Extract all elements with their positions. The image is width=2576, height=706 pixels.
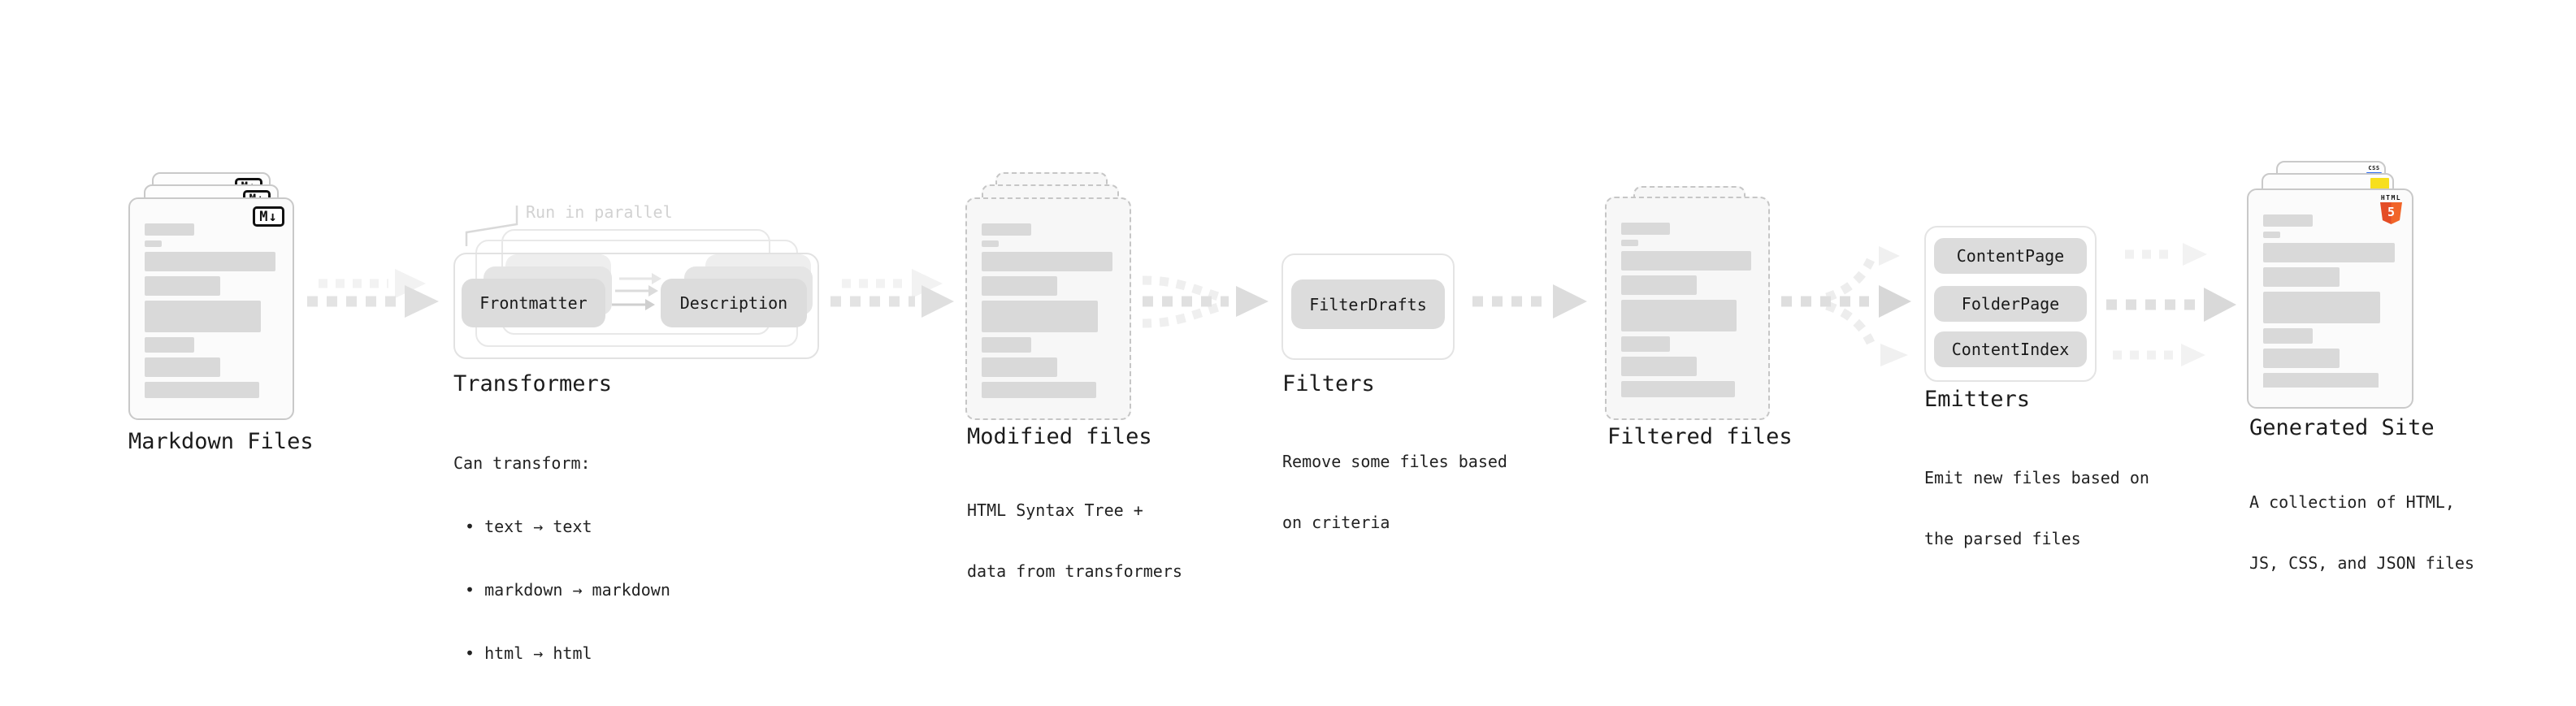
modified-files-label: Modified files bbox=[967, 424, 1152, 449]
filters-label: Filters bbox=[1282, 371, 1375, 396]
flow-arrows-layer bbox=[307, 206, 2236, 366]
html5-icon-text: HTML bbox=[2380, 194, 2402, 201]
frontmatter-node: Frontmatter bbox=[462, 279, 605, 327]
html5-icon-number: 5 bbox=[2387, 205, 2396, 219]
html5-icon: HTML 5 bbox=[2380, 194, 2402, 224]
filters-caption: Remove some files based on criteria bbox=[1282, 411, 1507, 574]
transformer-box-front bbox=[453, 253, 819, 359]
folderpage-node: FolderPage bbox=[1934, 286, 2087, 322]
filtered-files-label: Filtered files bbox=[1607, 424, 1793, 449]
caption-line: JS, CSS, and JSON files bbox=[2249, 553, 2474, 573]
javascript-icon bbox=[2370, 178, 2389, 189]
caption-bullet: • html → html bbox=[465, 643, 592, 663]
caption-line: the parsed files bbox=[1924, 529, 2081, 548]
generated-site-caption: A collection of HTML, JS, CSS, and JSON … bbox=[2249, 452, 2474, 614]
modified-files-caption: HTML Syntax Tree + data from transformer… bbox=[967, 460, 1182, 622]
document-skeleton bbox=[982, 223, 1115, 399]
html5-icon-shield: 5 bbox=[2380, 202, 2402, 224]
document-skeleton bbox=[145, 223, 278, 399]
css-icon-text: CSS bbox=[2368, 165, 2380, 171]
generated-html-page: HTML 5 bbox=[2247, 188, 2413, 409]
caption-line: HTML Syntax Tree + bbox=[967, 500, 1143, 520]
markdown-icon: M↓ bbox=[253, 206, 284, 227]
caption-line: on criteria bbox=[1282, 513, 1390, 532]
document-skeleton bbox=[2263, 214, 2397, 388]
pipeline-diagram: M↓ M↓ M↓ Markdown Files Run in parallel … bbox=[128, 161, 2474, 663]
caption-line: A collection of HTML, bbox=[2249, 492, 2455, 512]
arrow-markdown-to-transformers bbox=[307, 269, 439, 318]
markdown-files-label: Markdown Files bbox=[128, 429, 314, 454]
contentindex-node: ContentIndex bbox=[1934, 331, 2087, 367]
caption-line: Can transform: bbox=[453, 453, 591, 473]
caption-line: Emit new files based on bbox=[1924, 468, 2149, 487]
filterdrafts-node: FilterDrafts bbox=[1291, 279, 1445, 329]
arrows-emitters-to-generated bbox=[2106, 243, 2236, 366]
transformers-label: Transformers bbox=[453, 371, 613, 396]
contentpage-node: ContentPage bbox=[1934, 238, 2087, 274]
document-skeleton bbox=[1621, 223, 1754, 399]
filtered-file-page-front bbox=[1605, 197, 1770, 420]
description-node: Description bbox=[661, 279, 807, 327]
markdown-file-page-front: M↓ bbox=[128, 197, 294, 420]
run-in-parallel-callout-line bbox=[465, 206, 518, 246]
modified-file-page-front bbox=[965, 197, 1131, 420]
caption-bullet: • markdown → markdown bbox=[465, 580, 670, 600]
arrow-filters-to-filtered bbox=[1472, 284, 1587, 318]
arrow-transformers-to-modified bbox=[830, 269, 954, 318]
transformer-parallel-arrows bbox=[612, 273, 661, 310]
arrow-modified-to-filters-merge bbox=[1142, 275, 1268, 328]
caption-line: Remove some files based bbox=[1282, 452, 1507, 471]
run-in-parallel-annotation: Run in parallel bbox=[526, 202, 673, 222]
caption-line: data from transformers bbox=[967, 561, 1182, 581]
emitters-caption: Emit new files based on the parsed files bbox=[1924, 427, 2149, 590]
generated-site-label: Generated Site bbox=[2249, 415, 2435, 440]
caption-bullet: • text → text bbox=[465, 517, 592, 536]
transformers-caption: Can transform: • text → text • markdown … bbox=[453, 410, 670, 706]
arrow-filtered-to-emitters-split bbox=[1781, 246, 1911, 366]
emitters-label: Emitters bbox=[1924, 387, 2031, 412]
